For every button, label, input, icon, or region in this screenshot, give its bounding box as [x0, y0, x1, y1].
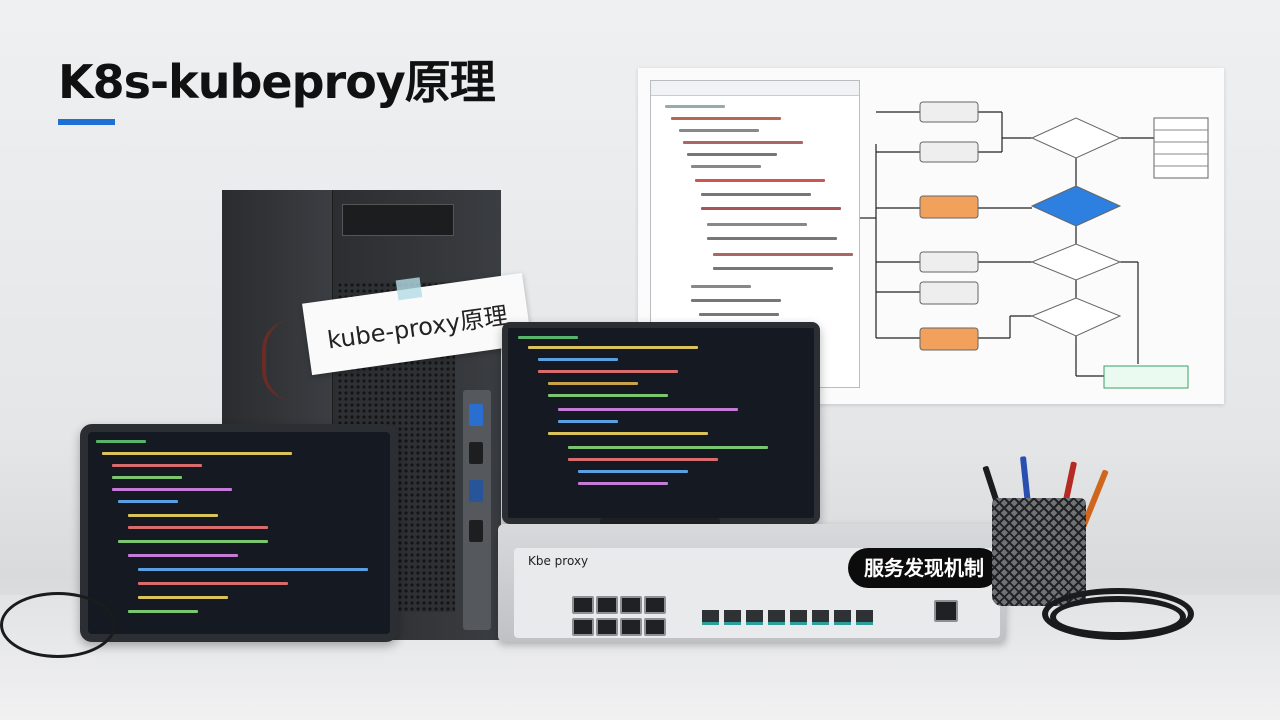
monitor-screen: [502, 322, 820, 524]
code-line: [707, 237, 837, 240]
node-box: [919, 195, 979, 219]
code-line: [528, 346, 698, 349]
code-line: [687, 153, 777, 156]
code-line: [112, 488, 232, 491]
optical-drive: [342, 204, 454, 236]
sfp-port-icon: [812, 610, 829, 625]
ethernet-port-icon: [644, 618, 666, 636]
node-box: [919, 281, 979, 305]
sfp-port-icon: [790, 610, 807, 625]
code-line: [128, 514, 218, 517]
mechanism-badge: 服务发现机制: [848, 548, 1000, 588]
code-line: [112, 464, 202, 467]
console-port-icon: [934, 600, 958, 622]
sticky-note-text: kube-proxy原理: [325, 301, 510, 355]
side-table: [1153, 117, 1209, 179]
code-line: [713, 267, 833, 270]
ethernet-port-icon: [596, 618, 618, 636]
ethernet-port-icon: [572, 596, 594, 614]
sfp-port-icon: [856, 610, 873, 625]
code-line: [548, 382, 638, 385]
ethernet-port-icon: [620, 596, 642, 614]
code-line: [568, 446, 768, 449]
code-line: [578, 470, 688, 473]
sfp-port-icon: [834, 610, 851, 625]
result-box: [1103, 365, 1189, 389]
tablet-screen: [80, 424, 398, 642]
decision-diamond: [1030, 185, 1122, 227]
usb-port-icon: [469, 480, 483, 502]
code-line: [699, 313, 779, 316]
code-line: [128, 526, 268, 529]
front-io-ports: [463, 390, 491, 630]
sfp-port-icon: [768, 610, 785, 625]
code-line: [691, 285, 751, 288]
tape: [395, 277, 423, 301]
coiled-cable: [1050, 596, 1186, 638]
network-switch: Kbe proxy: [498, 524, 1006, 642]
code-line: [701, 193, 811, 196]
code-line: [707, 223, 807, 226]
code-line: [558, 408, 738, 411]
ethernet-port-icon: [644, 596, 666, 614]
power-button-icon: [469, 404, 483, 426]
code-line: [128, 554, 238, 557]
page-title: K8s-kubeproy原理: [58, 55, 496, 109]
sfp-port-icon: [724, 610, 741, 625]
code-line: [713, 253, 853, 256]
sfp-port-icon: [746, 610, 763, 625]
sfp-port-icon: [702, 610, 719, 625]
code-line: [665, 105, 725, 108]
code-line: [578, 482, 668, 485]
code-line: [558, 420, 618, 423]
code-line: [138, 596, 228, 599]
pen-holder: [992, 498, 1086, 606]
ethernet-port-icon: [572, 618, 594, 636]
usb-port-icon: [469, 442, 483, 464]
flow-diagram: [860, 101, 1209, 389]
code-line: [118, 500, 178, 503]
code-line: [548, 432, 708, 435]
node-box: [919, 327, 979, 351]
code-line: [691, 165, 761, 168]
code-line: [102, 452, 292, 455]
code-line: [518, 336, 578, 339]
code-window-titlebar: [651, 81, 859, 96]
code-line: [568, 458, 718, 461]
code-line: [701, 207, 841, 210]
code-line: [128, 610, 198, 613]
decision-diamond: [1030, 117, 1122, 159]
switch-brand: Kbe proxy: [528, 554, 589, 568]
loose-cable: [0, 592, 116, 658]
code-line: [538, 370, 678, 373]
code-line: [96, 440, 146, 443]
ethernet-port-icon: [620, 618, 642, 636]
usb-port-icon: [469, 520, 483, 542]
code-line: [138, 568, 368, 571]
decision-diamond: [1030, 243, 1122, 281]
code-line: [538, 358, 618, 361]
code-line: [118, 540, 268, 543]
node-box: [919, 251, 979, 273]
code-line: [138, 582, 288, 585]
code-line: [691, 299, 781, 302]
code-line: [679, 129, 759, 132]
node-box: [919, 141, 979, 163]
node-box: [919, 101, 979, 123]
code-line: [548, 394, 668, 397]
decision-diamond: [1030, 297, 1122, 337]
code-line: [112, 476, 182, 479]
code-line: [695, 179, 825, 182]
code-line: [671, 117, 781, 120]
code-line: [683, 141, 803, 144]
logo-icon: [262, 320, 296, 400]
ethernet-port-icon: [596, 596, 618, 614]
title-accent-bar: [58, 119, 115, 125]
